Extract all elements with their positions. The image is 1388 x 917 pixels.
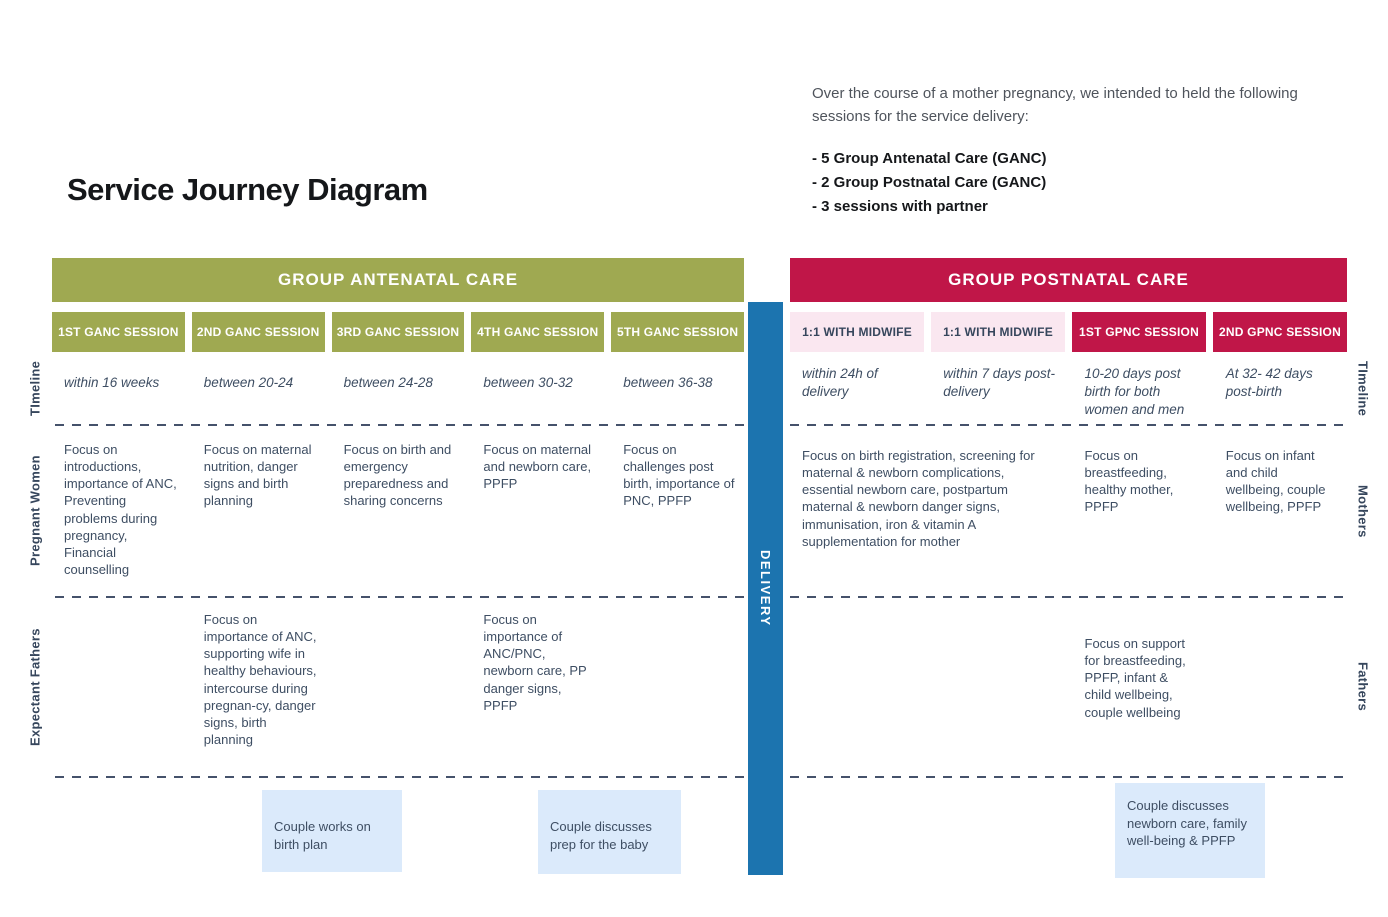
couple-activity-box: Couple works on birth plan [262,790,402,872]
fathers-cell: Focus on support for breastfeeding, PPFP… [1084,636,1186,720]
timeline-cell: within 16 weeks [64,375,160,390]
row-label-timeline-right: TImeline [1355,360,1371,417]
row-label-fathers: Fathers [1355,662,1371,712]
session-header-2nd-gpnc: 2ND GPNC SESSION [1213,312,1347,352]
delivery-bar: DELIVERY [748,302,783,875]
ganc-sessions-row: 1ST GANC SESSION 2ND GANC SESSION 3RD GA… [52,312,744,352]
row-label-timeline-left: TImeline [27,360,43,417]
intro-bullet-list: - 5 Group Antenatal Care (GANC) - 2 Grou… [812,147,1332,219]
antenatal-section: GROUP ANTENATAL CARE 1ST GANC SESSION 2N… [52,0,744,917]
intro-block: Over the course of a mother pregnancy, w… [812,82,1332,219]
couple-activity-box: Couple discusses prep for the baby [538,790,681,874]
timeline-cell: At 32- 42 days post-birth [1225,366,1313,399]
intro-bullet: - 2 Group Postnatal Care (GANC) [812,173,1047,191]
antenatal-timeline-row: within 16 weeks between 20-24 between 24… [52,352,744,425]
mothers-cell: Focus on infant and child wellbeing, cou… [1225,448,1326,515]
pregnant-women-cell: Focus on introductions, importance of AN… [64,442,177,578]
intro-paragraph: Over the course of a mother pregnancy, w… [812,85,1298,126]
session-header-2nd-ganc: 2ND GANC SESSION [191,312,325,352]
timeline-cell: 10-20 days post birth for both women and… [1084,366,1185,417]
expectant-fathers-cell: Focus on importance of ANC/PNC, newborn … [483,612,587,713]
antenatal-header: GROUP ANTENATAL CARE [52,258,744,302]
session-header-1st-gpnc: 1ST GPNC SESSION [1072,312,1206,352]
timeline-cell: within 24h of delivery [802,366,878,399]
pregnant-women-cell: Focus on maternal and newborn care, PPFP [483,442,592,492]
postnatal-timeline-row: within 24h of delivery within 7 days pos… [790,352,1347,425]
dashed-divider [790,776,1345,778]
postnatal-section: GROUP POSTNATAL CARE 1:1 WITH MIDWIFE 1:… [790,0,1347,917]
dashed-divider [790,596,1345,598]
expectant-fathers-cell: Focus on importance of ANC, supporting w… [203,612,317,748]
pregnant-women-row: Focus on introductions, importance of AN… [52,425,744,597]
timeline-cell: between 24-28 [343,375,433,390]
dashed-divider [55,424,744,426]
fathers-row: Focus on support for breastfeeding, PPFP… [790,597,1347,777]
page-title: Service Journey Diagram [67,172,428,207]
intro-bullet: - 3 sessions with partner [812,197,988,215]
row-label-expectant-fathers: Expectant Fathers [27,628,43,746]
session-header-1st-ganc: 1ST GANC SESSION [52,312,185,352]
pregnant-women-cell: Focus on challenges post birth, importan… [623,442,735,509]
intro-bullet: - 5 Group Antenatal Care (GANC) [812,149,1047,167]
pregnant-women-cell: Focus on birth and emergency preparednes… [343,442,452,509]
dashed-divider [55,596,744,598]
timeline-cell: between 20-24 [203,375,294,390]
session-header-5th-ganc: 5TH GANC SESSION [611,312,744,352]
session-header-midwife-2: 1:1 WITH MIDWIFE [931,312,1065,352]
expectant-fathers-row: Focus on importance of ANC, supporting w… [52,597,744,777]
mothers-cell: Focus on breastfeeding, healthy mother, … [1084,448,1174,515]
row-label-pregnant-women: Pregnant Women [27,455,43,567]
timeline-cell: within 7 days post-delivery [943,366,1056,399]
postnatal-header: GROUP POSTNATAL CARE [790,258,1347,302]
session-header-4th-ganc: 4TH GANC SESSION [471,312,605,352]
mothers-cell: Focus on birth registration, screening f… [802,448,1035,549]
timeline-cell: between 36-38 [623,375,713,390]
couple-activity-box: Couple discusses newborn care, family we… [1115,783,1265,878]
session-header-3rd-ganc: 3RD GANC SESSION [331,312,465,352]
session-header-midwife-1: 1:1 WITH MIDWIFE [790,312,924,352]
gpnc-sessions-row: 1:1 WITH MIDWIFE 1:1 WITH MIDWIFE 1ST GP… [790,312,1347,352]
delivery-label: DELIVERY [758,550,773,627]
dashed-divider [790,424,1345,426]
pregnant-women-cell: Focus on maternal nutrition, danger sign… [203,442,312,509]
dashed-divider [55,776,744,778]
timeline-cell: between 30-32 [483,375,573,390]
row-label-mothers: Mothers [1355,484,1371,538]
mothers-row: Focus on birth registration, screening f… [790,425,1347,597]
